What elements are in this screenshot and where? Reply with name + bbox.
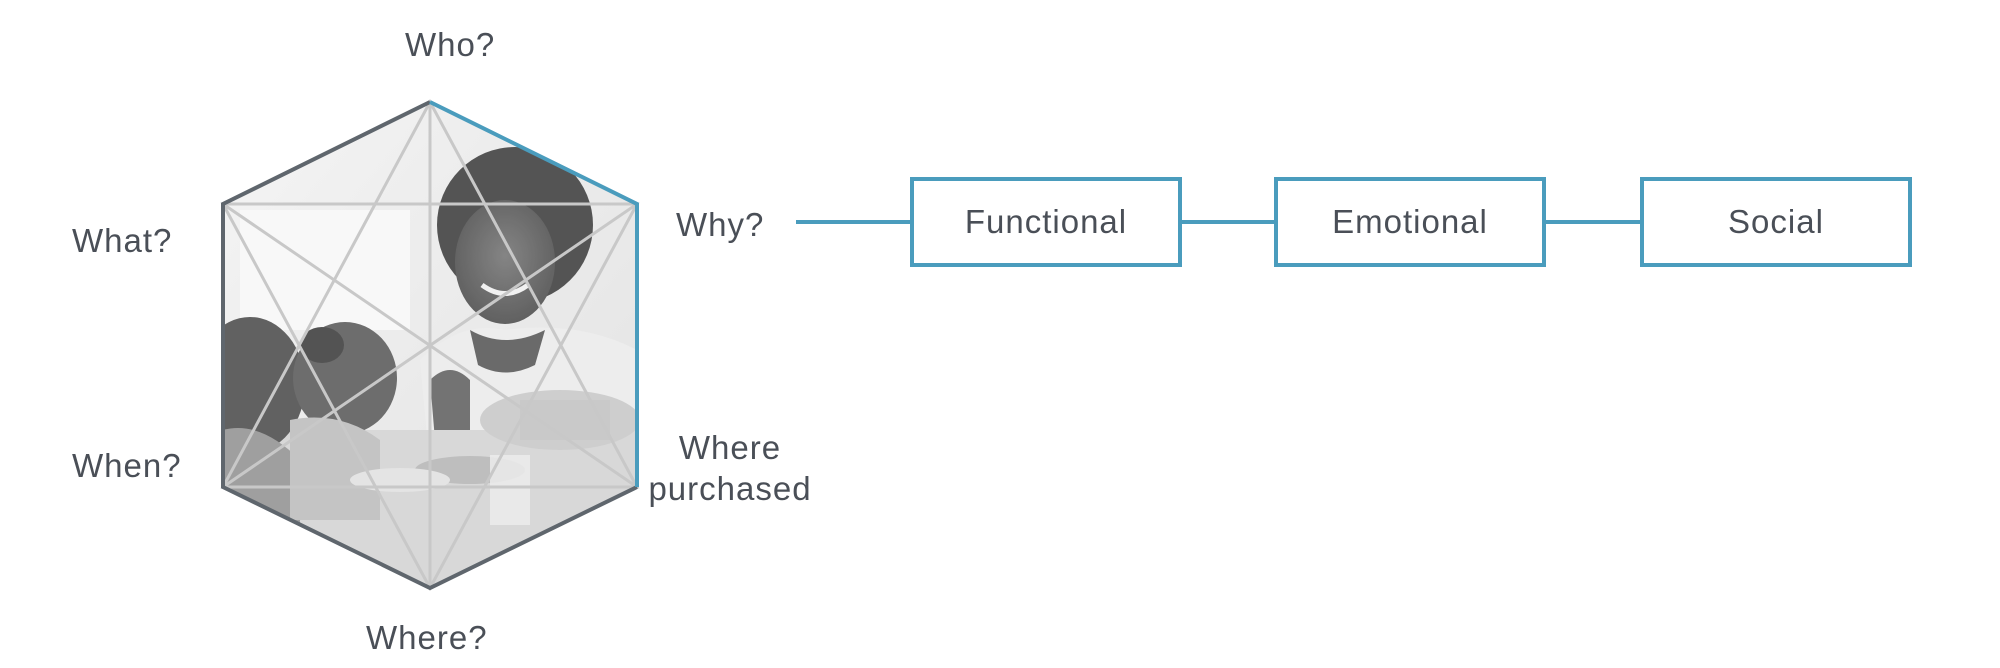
label-why: Why? — [676, 206, 765, 243]
hex-why-edge — [429, 100, 639, 487]
label-where-purchased: Where purchased — [648, 429, 812, 508]
label-what: What? — [72, 222, 173, 259]
hex-inner-lines — [220, 98, 640, 592]
box-emotional: Emotional — [1274, 177, 1546, 267]
hex-outline — [221, 100, 638, 591]
label-when: When? — [72, 447, 182, 484]
label-where: Where? — [366, 619, 488, 656]
box-social: Social — [1640, 177, 1912, 267]
box-functional: Functional — [910, 177, 1182, 267]
label-who: Who? — [405, 26, 496, 63]
